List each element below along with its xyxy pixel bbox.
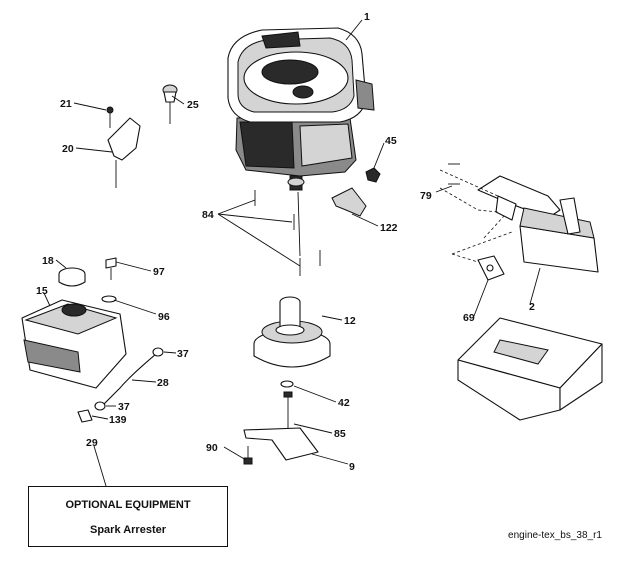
callout-18: 18 bbox=[42, 255, 54, 267]
pulley-part-12 bbox=[253, 296, 331, 368]
callout-90: 90 bbox=[206, 442, 218, 454]
optional-equipment-box: OPTIONAL EQUIPMENT Spark Arrester bbox=[28, 486, 228, 547]
diagram-reference-code: engine-tex_bs_38_r1 bbox=[508, 530, 602, 541]
callout-21: 21 bbox=[60, 98, 72, 110]
fuel-filter-part-139 bbox=[77, 409, 93, 423]
callout-9: 9 bbox=[349, 461, 355, 473]
callout-25: 25 bbox=[187, 99, 199, 111]
bolts-part-79 bbox=[448, 163, 460, 185]
callout-69: 69 bbox=[463, 312, 475, 324]
gasket-part-69 bbox=[477, 255, 505, 281]
dipstick-part-25 bbox=[162, 84, 178, 124]
callout-139: 139 bbox=[109, 414, 127, 426]
callout-85: 85 bbox=[334, 428, 346, 440]
bracket-part-20 bbox=[106, 106, 141, 188]
clamp-part-37-lower bbox=[94, 401, 106, 411]
bolt-part-85 bbox=[283, 391, 293, 434]
fitting-part-97 bbox=[105, 257, 117, 280]
callout-42: 42 bbox=[338, 397, 350, 409]
clamp-part-37-upper bbox=[152, 347, 164, 357]
callout-15: 15 bbox=[36, 285, 48, 297]
callout-1: 1 bbox=[364, 11, 370, 23]
leader-lines bbox=[43, 19, 541, 487]
callout-84: 84 bbox=[202, 209, 214, 221]
spark-arrester-label: Spark Arrester bbox=[89, 524, 167, 536]
callout-12: 12 bbox=[344, 315, 356, 327]
callout-37-upper: 37 bbox=[177, 348, 189, 360]
callout-29: 29 bbox=[86, 437, 98, 449]
fuel-tank-part-15 bbox=[21, 299, 127, 389]
callout-28: 28 bbox=[157, 377, 169, 389]
callout-79: 79 bbox=[420, 190, 432, 202]
engine-part-1 bbox=[227, 27, 375, 191]
bolts-part-84 bbox=[254, 190, 321, 276]
washer-part-96 bbox=[101, 295, 117, 303]
callout-20: 20 bbox=[62, 143, 74, 155]
muffler-part-2 bbox=[477, 175, 599, 273]
callout-45: 45 bbox=[385, 135, 397, 147]
callout-37-lower: 37 bbox=[118, 401, 130, 413]
callout-96: 96 bbox=[158, 311, 170, 323]
callout-97: 97 bbox=[153, 266, 165, 278]
callout-2: 2 bbox=[529, 301, 535, 313]
callout-122: 122 bbox=[380, 222, 398, 234]
bracket-part-9 bbox=[243, 427, 319, 461]
optional-equipment-title: OPTIONAL EQUIPMENT bbox=[65, 499, 191, 511]
bolt-part-90 bbox=[243, 446, 253, 465]
shield-part-122 bbox=[331, 187, 367, 217]
engine-mount-plate bbox=[457, 317, 603, 421]
fuel-cap-part-18 bbox=[58, 267, 86, 287]
washer-part-42 bbox=[280, 380, 294, 388]
nut-part-45 bbox=[365, 167, 381, 183]
